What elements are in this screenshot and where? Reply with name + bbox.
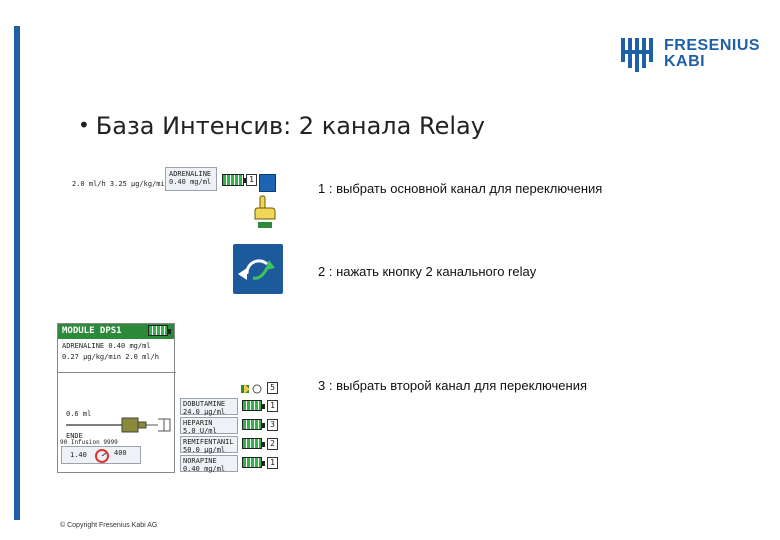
battery-icon bbox=[222, 174, 247, 186]
copyright: © Copyright Fresenius Kabi AG bbox=[60, 522, 158, 529]
module-drug-name: ADRENALINE bbox=[62, 342, 105, 350]
module-info: ADRENALINE 0.40 mg/ml 0.27 μg/kg/min 2.0… bbox=[58, 339, 176, 373]
pump-right-value: 400 bbox=[114, 449, 127, 457]
channel-number-box: 1 bbox=[246, 174, 257, 186]
channel-value: 5.0 U/ml bbox=[183, 427, 217, 435]
syringe-icon bbox=[66, 417, 171, 433]
relay-button[interactable] bbox=[233, 244, 283, 294]
module-drug: ADRENALINE 0.40 mg/ml bbox=[62, 342, 172, 350]
channel-value: 50.0 μg/ml bbox=[183, 446, 226, 454]
pump-label: ENDE bbox=[66, 432, 83, 440]
channel-drug: NORAPINE bbox=[183, 457, 217, 465]
module-battery-icon bbox=[148, 325, 171, 336]
screen1-drug: ADRENALINE bbox=[169, 170, 212, 178]
channel-number: 1 bbox=[267, 457, 278, 469]
channel-panel: NORAPINE 0.40 mg/ml bbox=[180, 455, 238, 473]
channel-number: 2 bbox=[267, 438, 278, 450]
channel-value: 0.40 mg/ml bbox=[183, 465, 226, 473]
slide-title-text: База Интенсив: 2 канала Relay bbox=[95, 112, 485, 140]
slide-title: •База Интенсив: 2 канала Relay bbox=[78, 112, 485, 140]
channel-drug: DOBUTAMINE bbox=[183, 400, 226, 408]
fresenius-kabi-logo: FRESENIUS KABI bbox=[620, 34, 770, 74]
channel-drug: REMIFENTANIL bbox=[183, 438, 234, 446]
pointing-hand-icon bbox=[254, 195, 276, 228]
module-header: MODULE DPS1 bbox=[58, 324, 174, 339]
step-1-text: 1 : выбрать основной канал для переключе… bbox=[318, 181, 603, 196]
module-rate: 0.27 μg/kg/min 2.0 ml/h bbox=[62, 353, 159, 361]
channel-panel: HEPARIN 5.0 U/ml bbox=[180, 417, 238, 435]
top-channel-number: 5 bbox=[267, 382, 278, 394]
screen1-conc: 0.40 mg/ml bbox=[169, 178, 212, 186]
channel-row[interactable]: NORAPINE 0.40 mg/ml 1 bbox=[180, 455, 284, 473]
step-3-text: 3 : выбрать второй канал для переключени… bbox=[318, 378, 587, 393]
bullet-icon: • bbox=[78, 113, 90, 137]
pump-volume: 0.6 ml bbox=[66, 410, 92, 418]
screen1-drug-panel[interactable]: ADRENALINE 0.40 mg/ml bbox=[165, 167, 217, 191]
channel-row[interactable]: REMIFENTANIL 50.0 μg/ml 2 bbox=[180, 436, 284, 454]
relay-pair-icon bbox=[241, 384, 262, 394]
channel-panel: DOBUTAMINE 24.0 μg/ml bbox=[180, 398, 238, 416]
module-drug-conc: 0.40 mg/ml bbox=[108, 342, 151, 350]
gauge-icon bbox=[95, 449, 109, 463]
channel-battery-icon bbox=[242, 438, 265, 449]
fresenius-logo-icon bbox=[621, 38, 653, 72]
channel-select-key[interactable] bbox=[259, 174, 276, 192]
channel-battery-icon bbox=[242, 457, 265, 468]
module-header-text: MODULE DPS1 bbox=[62, 326, 122, 336]
logo-line-1: FRESENIUS bbox=[664, 37, 761, 54]
channel-panel: REMIFENTANIL 50.0 μg/ml bbox=[180, 436, 238, 454]
relay-switch-icon bbox=[238, 259, 275, 280]
channel-value: 24.0 μg/ml bbox=[183, 408, 226, 416]
channel-drug: HEPARIN bbox=[183, 419, 213, 427]
channel-number: 1 bbox=[267, 400, 278, 412]
step-2-text: 2 : нажать кнопку 2 канального relay bbox=[318, 264, 537, 279]
pump-left-value: 1.40 bbox=[70, 451, 87, 459]
pump-readout-panel: 1.40 400 bbox=[61, 446, 141, 464]
module-dps1-screen: MODULE DPS1 ADRENALINE 0.40 mg/ml 0.27 μ… bbox=[57, 323, 176, 473]
channel-number: 3 bbox=[267, 419, 278, 431]
logo-line-2: KABI bbox=[664, 53, 706, 70]
channel-battery-icon bbox=[242, 400, 265, 411]
channel-row[interactable]: HEPARIN 5.0 U/ml 3 bbox=[180, 417, 284, 435]
channel-row[interactable]: DOBUTAMINE 24.0 μg/ml 1 bbox=[180, 398, 284, 416]
pump-sub: 90 Infusion 9999 bbox=[60, 439, 118, 446]
screen1-rate: 2.0 ml/h 3.25 μg/kg/min bbox=[72, 180, 169, 188]
channel-battery-icon bbox=[242, 419, 265, 430]
left-accent-bar bbox=[14, 26, 20, 520]
logo-text: FRESENIUS KABI bbox=[664, 38, 760, 70]
